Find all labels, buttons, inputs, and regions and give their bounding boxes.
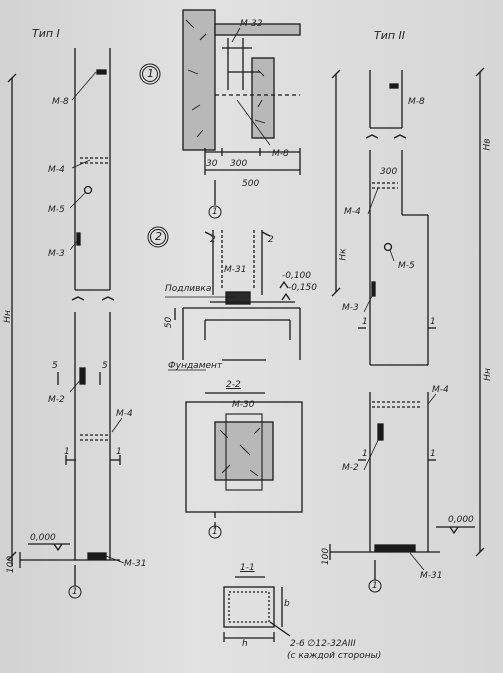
rebar-note-line2: (с каждой стороны) — [287, 651, 382, 661]
section-2-2 — [185, 392, 303, 539]
level-minus-150: -0,150 — [288, 283, 318, 293]
section-dim-b: b — [284, 599, 290, 609]
type1-mark-m2: М-2 — [48, 395, 65, 405]
node1-dim-300: 300 — [230, 159, 248, 169]
type2-mark-m4-bottom: М-4 — [432, 385, 449, 395]
node2-mark-m31: М-31 — [224, 265, 247, 275]
node1-axis-label: 1 — [212, 207, 218, 217]
node2-section-2-left: 2 — [210, 235, 216, 245]
node1-mark-m8: М-8 — [272, 149, 289, 159]
type2-level-zero: 0,000 — [448, 515, 474, 525]
node-2-detail — [147, 226, 301, 371]
node-1-detail — [139, 9, 301, 219]
type2-height-hv: Hв — [482, 138, 493, 151]
label-podlivka: Подливка — [165, 284, 212, 294]
type1-height-hn: Hн — [2, 310, 13, 323]
type2-section-1-right: 1 — [430, 317, 436, 327]
node1-dim-500: 500 — [242, 179, 260, 189]
type1-mark-m31: М-31 — [124, 559, 147, 569]
type1-mark-m3: М-3 — [48, 249, 65, 259]
type1-mark-m4-top: М-4 — [48, 165, 65, 175]
section-dim-h: h — [242, 639, 248, 649]
rebar-note-line1: 2-6 ∅12-32АIII — [290, 639, 356, 649]
section-2-2-title: 2-2 — [226, 380, 241, 390]
section22-mark-m30: М-30 — [232, 400, 255, 410]
node2-dim-50: 50 — [164, 316, 175, 329]
type2-axis-label: 1 — [372, 581, 378, 591]
column-type-2 — [329, 67, 485, 593]
type1-mark-m8: М-8 — [52, 97, 69, 107]
type2-section-1-left: 1 — [362, 317, 368, 327]
type2-height-hn: Hн — [482, 368, 493, 381]
type2-mark-m4-top: М-4 — [344, 207, 361, 217]
type1-level-zero: 0,000 — [30, 533, 56, 543]
node1-mark-m32: М-32 — [240, 19, 263, 29]
type1-axis-label: 1 — [72, 587, 78, 597]
type2-section-1b-right: 1 — [430, 449, 436, 459]
level-minus-100: -0,100 — [282, 271, 312, 281]
type-2-title: Тип II — [374, 29, 406, 42]
section-1-1 — [223, 576, 291, 642]
type1-mark-m5: М-5 — [48, 205, 65, 215]
type1-section-1-right: 1 — [116, 447, 122, 457]
type2-height-hk: Hк — [338, 248, 349, 261]
type1-mark-m4-bottom: М-4 — [116, 409, 133, 419]
column-type-1 — [7, 48, 121, 599]
label-fundament: Фундамент — [168, 361, 223, 371]
node-2-callout: 2 — [155, 230, 162, 243]
type2-mark-m3: М-3 — [342, 303, 359, 313]
node1-dim-30: 30 — [206, 159, 218, 169]
type2-dim-300: 300 — [380, 167, 398, 177]
type2-section-1b-left: 1 — [362, 449, 368, 459]
type1-dim-100: 100 — [6, 555, 17, 574]
section-1-1-title: 1-1 — [240, 563, 255, 573]
type2-dim-100: 100 — [321, 547, 332, 566]
node-1-callout: 1 — [147, 67, 154, 80]
leader-lines — [69, 27, 437, 571]
type2-mark-m31: М-31 — [420, 571, 443, 581]
node2-section-2-right: 2 — [268, 235, 274, 245]
type2-mark-m8: М-8 — [408, 97, 425, 107]
type1-section-1-left: 1 — [64, 447, 70, 457]
section22-axis-label: 1 — [212, 527, 218, 537]
type2-mark-m5: М-5 — [398, 261, 415, 271]
type1-section-5-left: 5 — [52, 361, 58, 371]
type-1-title: Тип I — [32, 27, 60, 40]
type2-mark-m2: М-2 — [342, 463, 359, 473]
type1-section-5-right: 5 — [102, 361, 108, 371]
